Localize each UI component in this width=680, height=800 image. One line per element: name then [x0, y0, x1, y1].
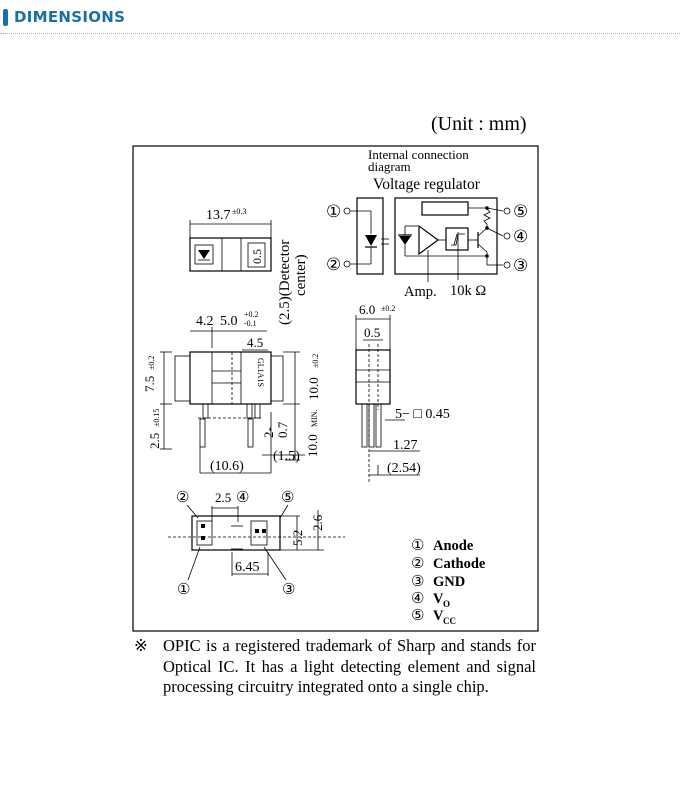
pin5-terminal [503, 207, 511, 215]
tol-10-0: ±0.2 [311, 354, 320, 368]
header-accent-bar [3, 9, 8, 26]
photodiode-icon [399, 236, 411, 245]
dim-13-7: 13.7 [206, 208, 231, 223]
dim-2-54: (2.54) [387, 461, 421, 476]
bottom-view-body [191, 515, 281, 551]
footnote-mark: ※ [134, 636, 148, 655]
footnote-text: OPIC is a registered trademark of Sharp … [163, 636, 536, 696]
amp-label: Amp. [404, 284, 437, 300]
pin4-terminal [503, 232, 511, 240]
bottom-pin2: ② [176, 490, 189, 506]
dim-0-5-window: 0.5 [250, 249, 264, 264]
internal-connection-diagram: Internal connection diagram Voltage regu… [326, 147, 528, 300]
detector-center-label-a: (2.5)(Detector [277, 240, 293, 325]
detector-box [394, 197, 498, 275]
bottom-pin1: ① [177, 582, 190, 598]
led-icon [365, 235, 377, 246]
dim-2-dash: 2- [261, 427, 276, 438]
dim-6-45: 6.45 [235, 560, 260, 575]
front-view: 4.2 5.0 +0.2 -0.1 4.5 GL1A1S 7.5 ±0.2 2.… [142, 310, 321, 474]
pin3-number: ③ [513, 256, 528, 275]
header-divider [0, 33, 680, 34]
pin2-number: ② [326, 255, 341, 274]
dim-6-0: 6.0 [359, 302, 375, 317]
dim-10-0: 10.0 [306, 377, 321, 400]
page-title: DIMENSIONS [14, 8, 126, 26]
tol-plus-0-2: +0.2 [244, 310, 259, 319]
dim-2-6: 2.6 [310, 514, 325, 531]
legend-label-5: V [433, 608, 444, 624]
pin1-number: ① [326, 202, 341, 221]
internal-title-line2: diagram [368, 159, 411, 174]
legend-label-1: Anode [433, 538, 474, 554]
dim-7-5: 7.5 [142, 376, 157, 392]
dim-4-5: 4.5 [247, 335, 263, 350]
dim-2-5-pitch: 2.5 [215, 490, 231, 505]
dim-1-27: 1.27 [393, 438, 418, 453]
legend-num-4: ④ [411, 591, 424, 607]
dim-0-5: 0.5 [364, 325, 380, 340]
legend-label-4: V [433, 591, 444, 607]
tol-7-5: ±0.2 [147, 356, 156, 370]
dim-0-7: 0.7 [275, 421, 290, 438]
legend-num-3: ③ [411, 574, 424, 590]
pin-legend: ① Anode ② Cathode ③ GND ④ V O ⑤ V CC [411, 538, 486, 626]
dim-lead-square: 5− □ 0.45 [395, 407, 450, 422]
tol-0-15: ±0.15 [152, 409, 161, 427]
tol-minus-0-1: -0.1 [244, 319, 257, 328]
unit-label: (Unit : mm) [431, 113, 527, 135]
dim-2-5-standoff: 2.5 [147, 433, 162, 449]
side-view-body [355, 349, 391, 405]
bottom-pin5: ⑤ [281, 490, 294, 506]
pin3-terminal [503, 261, 511, 269]
regulator-block [421, 201, 469, 216]
legend-sub-4: O [443, 599, 450, 609]
dim-10-0-min: 10.0 [305, 434, 320, 457]
mark-text: GL1A1S [256, 358, 265, 387]
voltage-regulator-label: Voltage regulator [373, 176, 481, 193]
bottom-pin4: ④ [236, 490, 249, 506]
top-view-body [189, 237, 272, 272]
tol-6-0: ±0.2 [381, 304, 395, 313]
bottom-pin3: ③ [282, 582, 295, 598]
pin1-terminal [343, 207, 351, 215]
amp-icon [418, 224, 440, 256]
emitter-box [356, 197, 384, 275]
min-label: MIN. [310, 409, 319, 427]
dim-10-6: (10.6) [210, 459, 244, 474]
legend-sub-5: CC [443, 616, 456, 626]
diagram-frame [132, 145, 539, 632]
legend-num-1: ① [411, 538, 424, 554]
pin4-number: ④ [513, 227, 528, 246]
tol-0-3: ±0.3 [232, 207, 246, 216]
legend-num-2: ② [411, 556, 424, 572]
pin5-number: ⑤ [513, 202, 528, 221]
dim-5-0: 5.0 [220, 314, 238, 329]
resistor-label: 10k Ω [450, 283, 486, 299]
dim-5-2: 5.2 [290, 530, 305, 546]
top-view: 13.7 ±0.3 0.5 [189, 207, 272, 272]
dim-4-2: 4.2 [196, 314, 214, 329]
legend-label-2: Cathode [433, 556, 486, 572]
footnote: ※ OPIC is a registered trademark of Shar… [134, 636, 536, 698]
internal-title-line1: Internal connection [368, 147, 469, 162]
schmitt-trigger-icon [445, 227, 469, 251]
dim-1-5: (1.5) [273, 449, 300, 464]
pin2-terminal [343, 260, 351, 268]
side-view: 6.0 ±0.2 0.5 5− □ 0.45 1.27 (2.54) [355, 302, 450, 482]
legend-num-5: ⑤ [411, 608, 424, 624]
bottom-view: ② 2.5 ④ ⑤ 5.2 2.6 6.45 ① ③ [168, 490, 345, 598]
detector-center-label-b: center) [293, 254, 309, 296]
legend-label-3: GND [433, 574, 465, 590]
